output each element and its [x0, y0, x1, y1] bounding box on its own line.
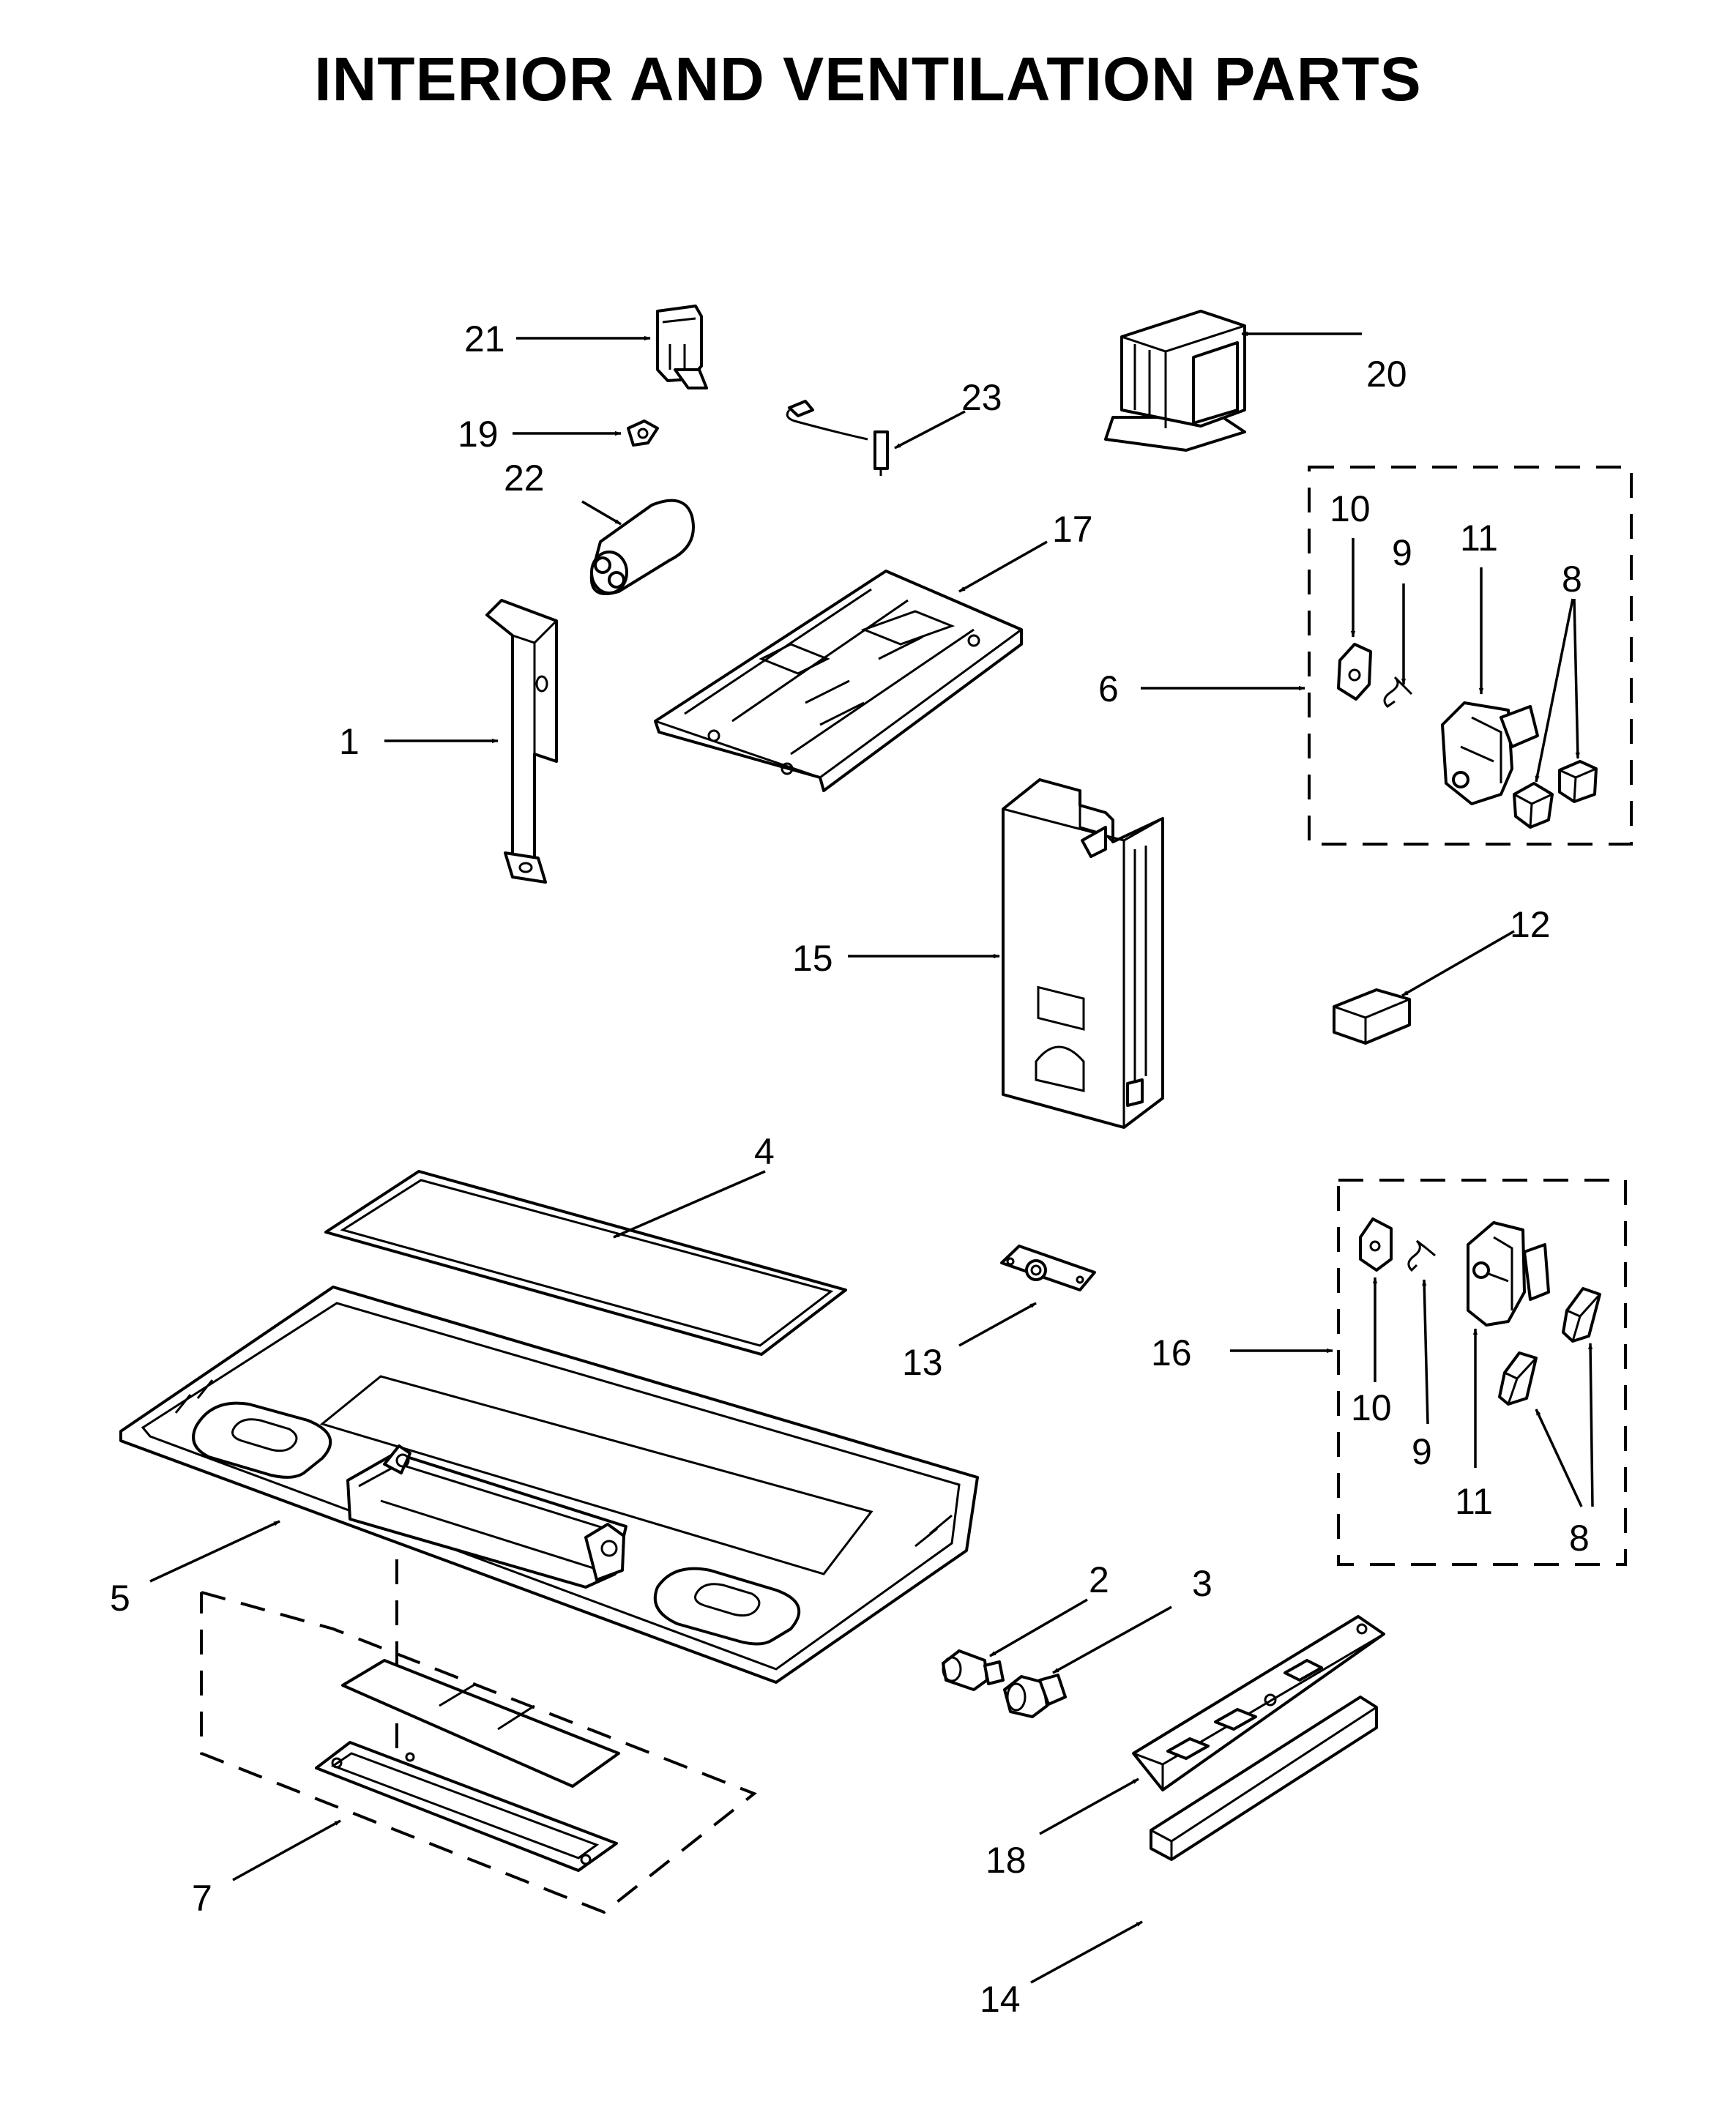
part-8-switch-lower-b[interactable]	[1498, 1351, 1538, 1406]
part-9-spring-upper[interactable]	[1383, 676, 1413, 708]
callout-22: 22	[504, 458, 545, 499]
leader-8-lower-b	[1535, 1409, 1583, 1507]
leader-7	[232, 1819, 341, 1881]
callout-10-lower: 10	[1351, 1387, 1392, 1428]
leader-22	[581, 500, 622, 526]
callout-14: 14	[980, 1979, 1021, 2020]
part-4-filter[interactable]	[324, 1170, 847, 1356]
part-16-group-box	[1337, 1179, 1627, 1566]
part-14-trim-strip[interactable]	[1150, 1696, 1378, 1861]
part-19-clip[interactable]	[627, 419, 659, 447]
part-21-fuse-holder[interactable]	[656, 305, 708, 389]
part-18-control-strip[interactable]	[1132, 1615, 1385, 1791]
leader-3	[1052, 1605, 1172, 1674]
leader-23	[894, 410, 966, 450]
callout-5: 5	[110, 1578, 130, 1619]
callout-18: 18	[986, 1840, 1027, 1881]
leader-5	[149, 1520, 280, 1583]
callout-8-upper: 8	[1562, 559, 1582, 600]
part-17-mounting-plate[interactable]	[654, 570, 1023, 792]
part-15-duct[interactable]	[1002, 778, 1164, 1129]
callout-4: 4	[754, 1131, 775, 1172]
callout-11-lower: 11	[1455, 1481, 1493, 1522]
callout-23: 23	[961, 377, 1002, 418]
leader-18	[1039, 1778, 1139, 1835]
part-10-switch-actuator-upper[interactable]	[1337, 643, 1372, 701]
callout-17: 17	[1052, 509, 1093, 550]
leader-17	[958, 540, 1048, 593]
callout-7: 7	[192, 1878, 212, 1919]
part-2-lamp[interactable]	[942, 1649, 1005, 1691]
part-8-switch-lower-a[interactable]	[1562, 1287, 1601, 1343]
page-title: INTERIOR AND VENTILATION PARTS	[314, 45, 1422, 113]
callout-20: 20	[1366, 354, 1407, 395]
leader-12	[1401, 930, 1515, 997]
callout-13: 13	[902, 1342, 943, 1383]
part-1-bracket[interactable]	[485, 599, 558, 884]
leader-8-lower-a	[1587, 1343, 1594, 1507]
leader-9-lower	[1422, 1279, 1429, 1425]
part-11-switch-holder-upper[interactable]	[1441, 701, 1539, 805]
callout-10-upper: 10	[1330, 488, 1371, 529]
part-5-bottom-plate[interactable]	[119, 1286, 979, 1684]
part-13-light-bracket[interactable]	[1000, 1245, 1096, 1291]
part-3-lamp-socket[interactable]	[1003, 1674, 1067, 1718]
callout-19: 19	[458, 414, 499, 455]
part-10-switch-actuator-lower[interactable]	[1359, 1217, 1393, 1272]
leader-2	[989, 1598, 1088, 1657]
part-23-diode[interactable]	[786, 400, 889, 476]
callout-8-lower: 8	[1569, 1518, 1590, 1559]
callout-3: 3	[1192, 1563, 1212, 1604]
part-9-spring-lower[interactable]	[1407, 1239, 1436, 1272]
callout-1: 1	[339, 721, 360, 762]
part-7-group-box	[200, 1591, 757, 1914]
callout-6: 6	[1098, 668, 1119, 709]
part-7-grille[interactable]	[315, 1659, 620, 1872]
leader-4	[613, 1170, 766, 1239]
part-6-group-box	[1308, 466, 1633, 846]
leader-13	[958, 1302, 1037, 1347]
leader-14	[1030, 1920, 1143, 1984]
callout-15: 15	[792, 938, 833, 979]
part-8-switch-upper-b[interactable]	[1558, 760, 1598, 803]
part-11-switch-holder-lower[interactable]	[1467, 1221, 1550, 1327]
callout-9-upper: 9	[1392, 532, 1412, 573]
part-8-switch-upper-a[interactable]	[1513, 782, 1554, 829]
leader-8-upper-b	[1573, 598, 1580, 759]
leader-8-upper-a	[1535, 598, 1574, 783]
callout-2: 2	[1089, 1559, 1109, 1600]
callout-16: 16	[1151, 1332, 1192, 1373]
callout-11-upper: 11	[1460, 518, 1498, 559]
part-12-block[interactable]	[1333, 988, 1411, 1045]
part-22-capacitor[interactable]	[589, 499, 695, 596]
part-20-transformer[interactable]	[1104, 310, 1246, 452]
callout-9-lower: 9	[1412, 1431, 1432, 1472]
callout-12: 12	[1510, 904, 1551, 945]
callout-21: 21	[464, 318, 505, 359]
